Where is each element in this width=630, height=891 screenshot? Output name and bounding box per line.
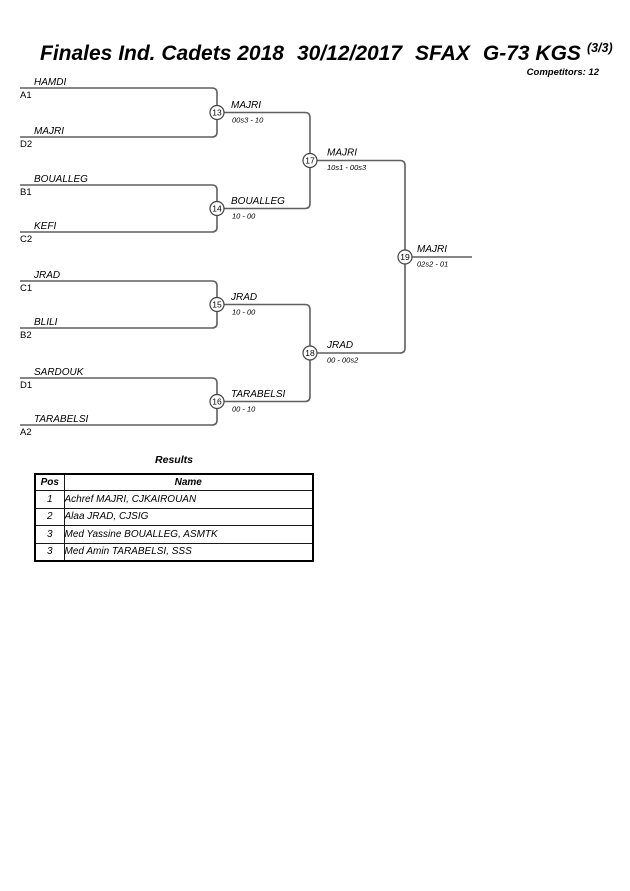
- winner-name: BOUALLEG: [231, 196, 285, 207]
- result-pos: 1: [34, 490, 65, 509]
- match-circle: [209, 104, 225, 121]
- competitors-count: Competitors: 12: [526, 67, 599, 78]
- result-name: Alaa JRAD, CJSIG: [63, 507, 314, 526]
- player-seed: B1: [20, 187, 32, 198]
- match-number: 19: [400, 252, 410, 262]
- result-row: 2 Alaa JRAD, CJSIG: [34, 507, 314, 526]
- match-number: 15: [212, 300, 222, 310]
- player-name: KEFI: [34, 221, 56, 232]
- player-name: HAMDI: [34, 77, 66, 88]
- winner-name: MAJRI: [231, 100, 261, 111]
- page-title: Finales Ind. Cadets 2018 30/12/2017 SFAX G-…: [40, 41, 613, 66]
- title-event: Finales Ind. Cadets 2018: [40, 42, 284, 65]
- match-circle: [209, 200, 225, 217]
- result-row: 3 Med Yassine BOUALLEG, ASMTK: [34, 525, 314, 544]
- results-title: Results: [155, 454, 193, 466]
- match-score: 10 - 00: [232, 308, 256, 317]
- results-table: Pos Name 1 Achref MAJRI, CJKAIROUAN 2 Al…: [34, 473, 314, 562]
- player-seed: B2: [20, 330, 32, 341]
- winner-name: MAJRI: [417, 244, 447, 255]
- result-pos: 2: [34, 507, 65, 526]
- player-name: SARDOUK: [34, 367, 85, 378]
- match-score: 00 - 00s2: [327, 356, 359, 365]
- player-seed: A1: [20, 90, 32, 101]
- match-circle: [209, 296, 225, 313]
- winner-name: JRAD: [230, 292, 257, 303]
- title-city: SFAX: [415, 42, 470, 65]
- match-circle: [302, 345, 318, 361]
- result-row: 3 Med Amin TARABELSI, SSS: [34, 542, 314, 562]
- match-score: 10 - 00: [232, 212, 256, 221]
- bracket-line-match17: [224, 111, 311, 210]
- winner-name: MAJRI: [327, 148, 357, 159]
- match-number: 18: [305, 348, 315, 358]
- match-score: 00s3 - 10: [232, 116, 264, 125]
- result-name: Achref MAJRI, CJKAIROUAN: [63, 490, 314, 509]
- match-score: 10s1 - 00s3: [327, 163, 367, 172]
- match-number: 16: [212, 397, 222, 407]
- match-score: 00 - 10: [232, 405, 256, 414]
- title-page-indicator: (3/3): [586, 41, 613, 55]
- winner-name: JRAD: [326, 340, 353, 351]
- result-name: Med Yassine BOUALLEG, ASMTK: [63, 525, 314, 544]
- player-name: BLILI: [34, 317, 58, 328]
- player-seed: D2: [20, 139, 32, 150]
- results-header-row: Pos Name: [34, 473, 314, 491]
- player-name: MAJRI: [34, 126, 64, 137]
- player-name: JRAD: [33, 270, 60, 281]
- player-seed: C2: [20, 234, 32, 245]
- player-seed: A2: [20, 427, 32, 438]
- player-name: TARABELSI: [34, 414, 88, 425]
- player-seed: C1: [20, 283, 32, 294]
- title-category: G-73 KGS: [482, 42, 581, 65]
- player-seed: D1: [20, 380, 32, 391]
- bracket-line-match19: [317, 159, 406, 354]
- result-pos: 3: [34, 525, 65, 544]
- match-score: 02s2 - 01: [417, 260, 448, 269]
- match-circle: [397, 249, 413, 265]
- player-name: BOUALLEG: [34, 174, 88, 185]
- result-name: Med Amin TARABELSI, SSS: [63, 542, 314, 562]
- match-number: 14: [212, 204, 222, 214]
- bracket-diagram: HAMDI A1 MAJRI D2 BOUALLEG B1 KEFI C2 JR…: [20, 77, 472, 438]
- result-pos: 3: [34, 542, 65, 562]
- match-circle: [302, 152, 318, 169]
- match-number: 13: [212, 108, 222, 118]
- result-row: 1 Achref MAJRI, CJKAIROUAN: [34, 490, 314, 509]
- results-section: Results Pos Name 1 Achref MAJRI, CJKAIRO…: [34, 454, 314, 562]
- title-date: 30/12/2017: [296, 42, 403, 65]
- winner-name: TARABELSI: [231, 389, 285, 400]
- match-number: 17: [305, 156, 315, 166]
- bracket-line-match18: [224, 303, 311, 403]
- results-col-pos: Pos: [34, 473, 65, 491]
- results-col-name: Name: [63, 473, 314, 491]
- match-circle: [209, 393, 225, 410]
